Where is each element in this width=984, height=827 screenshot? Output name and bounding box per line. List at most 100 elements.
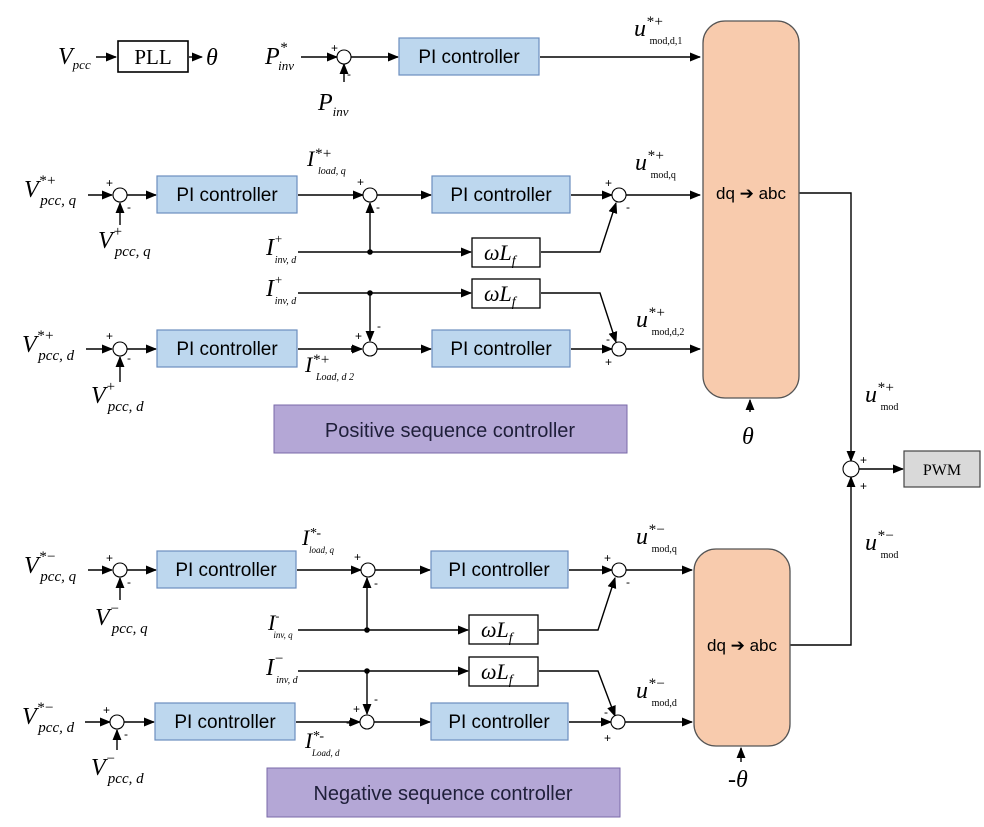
sum-id-neg <box>359 714 375 730</box>
sum-output <box>842 460 860 478</box>
svg-text:PI controller: PI controller <box>448 712 550 733</box>
svg-text:PI controller: PI controller <box>448 560 550 581</box>
label-u-mod-q-neg: u*−mod,q <box>636 522 677 555</box>
label-p-inv: Pinv <box>317 90 349 119</box>
svg-text:+: + <box>355 329 362 343</box>
svg-text:PI controller: PI controller <box>418 47 520 68</box>
label-i-inv-q-neg: I-inv, q <box>267 609 293 640</box>
dq-abc-converter-negative: dq ➔ abc <box>693 548 791 747</box>
pwm-block: PWM <box>903 450 981 488</box>
label-u-mod-d-neg: u*−mod,d <box>636 676 677 709</box>
svg-text:+: + <box>331 41 338 55</box>
label-p-inv-ref: P*inv <box>264 40 294 73</box>
svg-text:+: + <box>354 550 361 564</box>
svg-text:-: - <box>127 575 131 589</box>
sum-vq-neg <box>112 562 128 578</box>
label-i-load-q-pos: I*+load, q <box>306 146 346 177</box>
sum-iq-neg <box>360 562 376 578</box>
label-v-ref-d-neg: V*−pcc, d <box>22 700 75 736</box>
label-v-ref-d-pos: V*+pcc, d <box>22 328 75 364</box>
svg-text:dq ➔ abc: dq ➔ abc <box>716 184 787 203</box>
negative-sequence-label: Negative sequence controller <box>266 767 621 818</box>
svg-text:-: - <box>374 576 378 590</box>
pi-block-vq-neg: PI controller <box>156 550 297 589</box>
pi-block-iq-pos: PI controller <box>431 175 571 214</box>
pi-block-vd-pos: PI controller <box>156 329 298 368</box>
svg-text:+: + <box>348 342 355 356</box>
svg-text:-: - <box>626 575 630 589</box>
svg-text:Positive sequence controller: Positive sequence controller <box>325 420 575 442</box>
sum-uq-neg <box>611 562 627 578</box>
omega-l-block-2: ωLf <box>471 278 541 310</box>
svg-text:PI controller: PI controller <box>450 339 552 360</box>
svg-text:+: + <box>860 479 867 493</box>
svg-text:+: + <box>604 551 611 565</box>
svg-text:ωLf: ωLf <box>484 281 518 310</box>
label-i-load-q-neg: I*-load, q <box>301 525 335 555</box>
label-v-q-neg: V−pcc, q <box>95 601 148 637</box>
svg-text:PLL: PLL <box>134 45 171 69</box>
sum-ud-neg <box>610 714 626 730</box>
svg-text:+: + <box>353 702 360 716</box>
svg-text:-: - <box>124 727 128 741</box>
svg-text:+: + <box>604 731 611 745</box>
svg-text:PWM: PWM <box>923 462 961 479</box>
svg-text:-: - <box>347 67 351 81</box>
sum-vd-neg <box>109 714 125 730</box>
svg-text:+: + <box>860 453 867 467</box>
label-u-mod-pos: u*+mod <box>865 380 898 413</box>
svg-text:PI controller: PI controller <box>175 560 277 581</box>
wires <box>85 52 905 762</box>
svg-text:+: + <box>605 176 612 190</box>
svg-text:PI controller: PI controller <box>176 185 278 206</box>
svg-text:PI controller: PI controller <box>174 712 276 733</box>
svg-text:+: + <box>103 703 110 717</box>
pi-block-id-neg: PI controller <box>430 702 569 741</box>
label-v-ref-q-pos: V*+pcc, q <box>24 173 77 209</box>
sum-p <box>336 49 352 65</box>
svg-text:PI controller: PI controller <box>450 185 552 206</box>
svg-text:-: - <box>626 200 630 214</box>
svg-text:ωLf: ωLf <box>484 240 518 269</box>
omega-l-block-1: ωLf <box>471 237 541 269</box>
label-i-load-d-neg: I*-Load, d <box>304 728 340 758</box>
svg-text:+: + <box>605 355 612 369</box>
positive-sequence-label: Positive sequence controller <box>273 404 628 454</box>
label-i-load-d2-pos: I*+Load, d 2 <box>304 352 354 383</box>
label-u-mod-neg: u*−mod <box>865 528 898 561</box>
svg-text:+: + <box>106 329 113 343</box>
label-theta-pos: θ <box>742 424 754 450</box>
sum-vd-pos <box>112 341 128 357</box>
pi-block-vd-neg: PI controller <box>154 702 296 741</box>
svg-text:+: + <box>346 716 353 730</box>
svg-text:-: - <box>127 351 131 365</box>
svg-text:ωLf: ωLf <box>481 659 515 688</box>
pi-block-iq-neg: PI controller <box>430 550 569 589</box>
sum-ud-pos <box>611 341 627 357</box>
svg-text:+: + <box>106 551 113 565</box>
label-i-inv-d-pos-1: I+inv, d <box>265 231 297 266</box>
svg-text:-: - <box>606 332 610 346</box>
svg-text:+: + <box>106 176 113 190</box>
label-u-mod-q-pos: u*+mod,q <box>635 148 676 181</box>
svg-text:-: - <box>604 705 608 719</box>
svg-text:dq ➔ abc: dq ➔ abc <box>707 636 778 655</box>
sum-vq-pos <box>112 187 128 203</box>
svg-text:ωLf: ωLf <box>481 617 515 646</box>
pi-block-id-pos: PI controller <box>431 329 571 368</box>
pi-block-vq-pos: PI controller <box>156 175 298 214</box>
svg-text:-: - <box>377 319 381 333</box>
label-neg-theta: -θ <box>728 767 748 793</box>
label-i-inv-d-neg: I−inv, d <box>265 651 299 686</box>
svg-text:-: - <box>374 692 378 706</box>
sum-id-pos <box>362 341 378 357</box>
label-v-d-neg: V−pcc, d <box>91 751 144 787</box>
dq-abc-converter-positive: dq ➔ abc <box>702 20 800 399</box>
label-vpcc: Vpcc <box>58 44 91 72</box>
signal-labels: Vpcc θ P*inv Pinv u*+mod,d,1 u*+mod,q u*… <box>22 14 898 793</box>
omega-l-block-4: ωLf <box>468 656 539 688</box>
svg-text:-: - <box>127 200 131 214</box>
label-i-inv-d-pos-2: I+inv, d <box>265 272 297 307</box>
pi-block-p: PI controller <box>398 37 540 76</box>
